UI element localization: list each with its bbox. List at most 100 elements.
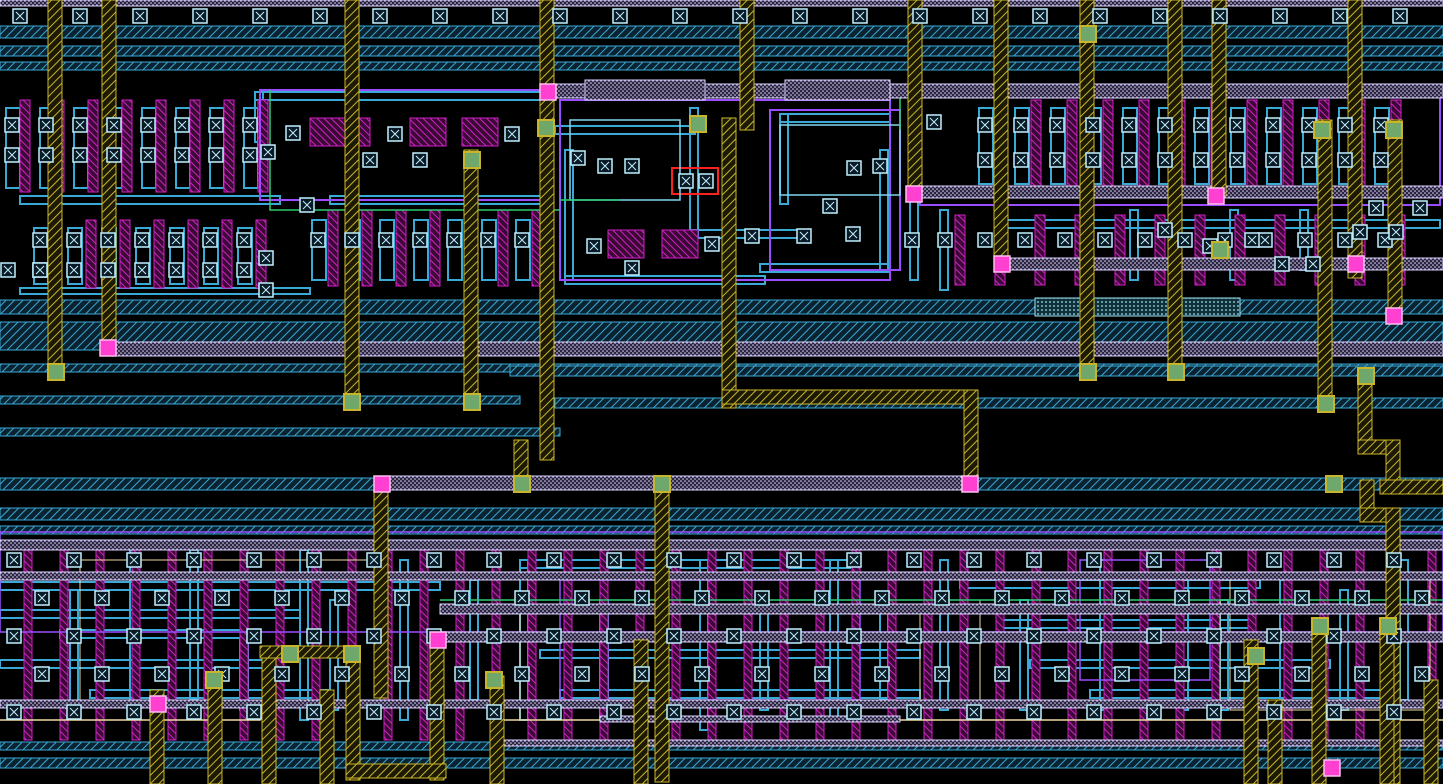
via-square [149,695,167,713]
contact-cross [9,707,19,717]
contact-cross [1357,669,1367,679]
contact-cross [415,235,425,245]
outline-shape [259,89,551,201]
contact-cross [261,285,271,295]
contact-cross [249,555,259,565]
contact-cross [205,265,215,275]
contact-cross [337,593,347,603]
contact-cross [489,555,499,565]
via-square [99,339,117,357]
metal1-outline [1230,107,1246,185]
via3-square [463,393,481,411]
metal2-shape [0,539,1443,551]
contact-cross [877,669,887,679]
contact-cross [177,120,187,130]
via-square [993,255,1011,273]
contact-cross [1297,669,1307,679]
poly-shape [1030,99,1042,191]
contact-cross [489,631,499,641]
contact-cross [1247,235,1257,245]
metal3-shape [463,149,479,407]
contact-cross [1209,707,1219,717]
metal1-outline [0,609,301,619]
contact-cross [549,555,559,565]
metal3-shape [1347,0,1363,279]
metal2-shape [0,699,1443,709]
outline-shape [569,119,681,201]
contact-cross [1160,120,1170,130]
contact-cross [549,631,559,641]
contact-cross [747,231,757,241]
contact-cross [1177,593,1187,603]
contact-cross [7,120,17,130]
contact-cross [369,631,379,641]
poly-shape [395,209,407,287]
contact-cross [315,11,325,21]
contact-cross [189,631,199,641]
contact-cross [397,593,407,603]
contact-cross [75,120,85,130]
contact-cross [1237,593,1247,603]
poly-shape [95,539,105,741]
contact-cross [1269,631,1279,641]
contact-cross [1117,669,1127,679]
contact-cross [415,155,425,165]
poly-shape [275,539,285,741]
metal1-outline [399,559,409,721]
contact-cross [799,231,809,241]
metal1-outline [515,219,531,281]
poly-shape [461,117,499,147]
contact-cross [1029,555,1039,565]
contact-cross [1232,155,1242,165]
contact-cross [309,555,319,565]
contact-cross [129,555,139,565]
metal2-shape [0,0,1443,7]
contact-cross [729,555,739,565]
contact-cross [97,593,107,603]
contact-cross [517,235,527,245]
contact-cross [997,593,1007,603]
contact-cross [1177,669,1187,679]
metal1-outline [779,113,891,123]
contact-cross [7,150,17,160]
contact-cross [1149,707,1159,717]
contact-cross [137,235,147,245]
contact-cross [483,235,493,245]
contact-cross [817,593,827,603]
contact-cross [1160,155,1170,165]
metal1-shape [0,507,1443,521]
contact-cross [1371,203,1381,213]
metal3-shape [1357,439,1389,455]
poly-shape [497,209,509,287]
metal1-shape [509,365,1443,377]
contact-cross [75,150,85,160]
contact-cross [1016,120,1026,130]
metal1-outline [1266,107,1282,185]
metal3-shape [1167,0,1183,375]
contact-cross [381,235,391,245]
contact-cross [609,555,619,565]
contact-cross [517,593,527,603]
contact-cross [573,153,583,163]
metal3-shape [373,481,389,699]
poly-shape [1066,99,1078,191]
contact-cross [1052,120,1062,130]
contact-cross [337,669,347,679]
via-square [429,631,447,649]
via3-square [463,151,481,169]
contact-cross [929,117,939,127]
contact-cross [1389,555,1399,565]
contact-cross [849,555,859,565]
contact-cross [1052,155,1062,165]
metal1-shape [0,395,521,405]
poly-shape [429,209,441,287]
poly-shape [221,219,233,289]
metal1-shape [0,427,561,437]
contact-cross [975,11,985,21]
contact-cross [69,265,79,275]
contact-cross [1057,669,1067,679]
contact-cross [109,150,119,160]
contact-cross [980,235,990,245]
contact-cross [1117,593,1127,603]
